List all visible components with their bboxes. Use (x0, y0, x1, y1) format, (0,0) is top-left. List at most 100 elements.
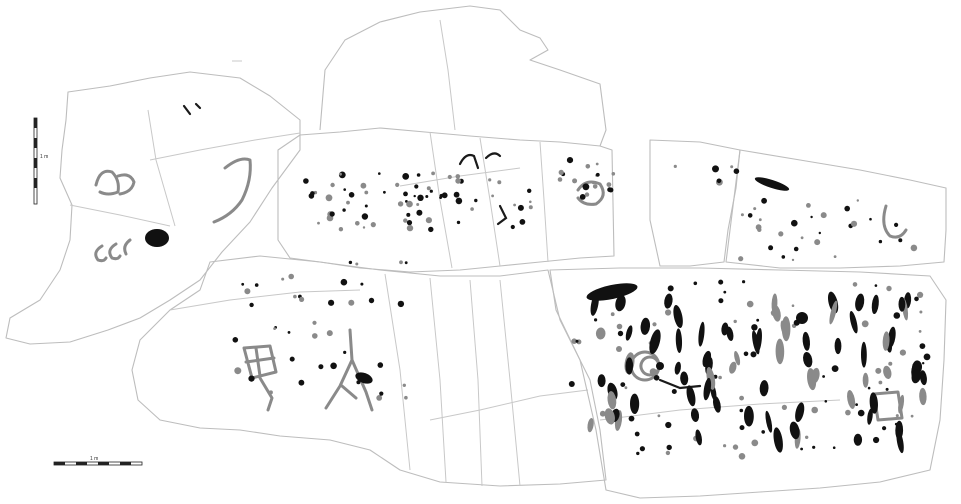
cupule-dot (852, 282, 858, 287)
cupule-dot (781, 255, 786, 259)
cupule-dot (397, 201, 404, 207)
cupule-dot (718, 279, 724, 285)
cupule-dot (882, 426, 887, 431)
cupule-dot (746, 300, 754, 308)
crack-left-1 (149, 132, 301, 161)
crack-um-2 (479, 137, 501, 267)
cupule-large (145, 229, 169, 247)
cupule-dot (406, 200, 413, 208)
cupule-dot (338, 227, 344, 232)
cupule-dot (343, 350, 347, 354)
cupule-dot (413, 194, 416, 198)
cupule-dot (395, 182, 400, 187)
cupule-dot (585, 164, 591, 169)
engraving-hook-um (458, 152, 502, 170)
cupule-dot (634, 431, 640, 437)
cupule-dot (761, 197, 767, 204)
cupule-dot (281, 277, 285, 281)
cupule-dot (417, 194, 424, 201)
cupule-dot (470, 207, 474, 211)
cupule-dot (429, 189, 433, 193)
cupule-dot (652, 322, 657, 327)
cupule-dot (416, 209, 423, 216)
cupule-dot (922, 362, 925, 365)
cupule-oval (911, 369, 922, 384)
panel-outlines (5, 5, 947, 499)
cupule-dot (781, 404, 788, 410)
cupule-dot (244, 288, 251, 295)
cupule-dot (899, 349, 907, 356)
cupule-dot (812, 445, 816, 449)
cupule-dot (716, 178, 722, 184)
cupule-dot (342, 208, 346, 212)
cupule-oval (587, 417, 594, 433)
cupule-dot (893, 312, 901, 319)
cupule-dot (888, 361, 893, 366)
cupule-dot (923, 353, 931, 361)
cupule-dot (755, 224, 762, 231)
cupule-dot (917, 291, 924, 298)
cupule-dot (751, 439, 759, 447)
cupule-dot (318, 364, 324, 370)
cupule-oval (855, 293, 865, 312)
engraving-tick-1 (182, 102, 202, 116)
cupule-oval (896, 430, 904, 454)
cupule-dot (447, 174, 452, 180)
cupule-dot (527, 188, 532, 193)
cupule-dot (287, 331, 291, 334)
cupule-dot (402, 383, 406, 387)
cupule-dot (723, 444, 727, 448)
cupule-oval (734, 350, 741, 366)
crack-lm-1 (384, 273, 411, 471)
cupule-dot (833, 255, 837, 258)
cupule-oval (834, 337, 842, 355)
cupule-dot (340, 278, 348, 286)
cupule-dot (693, 281, 698, 286)
cupule-oval (625, 325, 633, 341)
cupule-dot (610, 312, 615, 317)
cupule-dot (910, 414, 914, 418)
cupule-oval (898, 296, 906, 312)
cupule-dot (488, 178, 492, 182)
outline-upper-right-a (649, 139, 741, 267)
cupule-dot (611, 172, 616, 176)
cupule-oval (649, 329, 661, 355)
cupule-dot (636, 451, 640, 456)
cupule-dot (355, 221, 360, 226)
cupule-oval (867, 408, 873, 425)
cupule-dot (571, 338, 577, 345)
cupule-dot (595, 162, 599, 166)
cupule-dot (273, 327, 276, 330)
cupule-oval (919, 387, 927, 406)
cupule-dot (364, 190, 369, 195)
cupule-dot (878, 380, 883, 385)
cupule-dot (416, 203, 420, 206)
cupule-dot (517, 204, 524, 211)
cupule-dot (399, 260, 403, 265)
cupule-large (586, 283, 638, 301)
cupules-layer (145, 157, 931, 460)
cupule-dot (364, 204, 368, 208)
cupule-dot (406, 212, 411, 217)
engraving-line-target (658, 378, 702, 390)
cupule-dot (608, 187, 614, 193)
cupule-dot (346, 200, 350, 205)
cupule-oval (847, 390, 856, 409)
cupule-oval (775, 338, 785, 365)
engraving-c-2 (108, 242, 122, 261)
cupule-dot (404, 261, 408, 265)
cupule-dot (491, 194, 494, 198)
cupule-oval (615, 294, 626, 312)
cupule-dot (234, 367, 242, 375)
engraving-figure-right (882, 204, 908, 239)
cupule-dot (733, 319, 737, 324)
cupule-dot (330, 182, 335, 188)
engraving-branch (324, 328, 374, 412)
cupule-dot (832, 446, 836, 450)
gray-engravings (94, 157, 908, 422)
cupule-oval (869, 392, 878, 414)
vertical-scale-bar: 1 m (33, 117, 48, 205)
cupule-dot (566, 157, 574, 164)
outline-top-bump (319, 5, 607, 147)
cupule-dot (510, 224, 515, 230)
